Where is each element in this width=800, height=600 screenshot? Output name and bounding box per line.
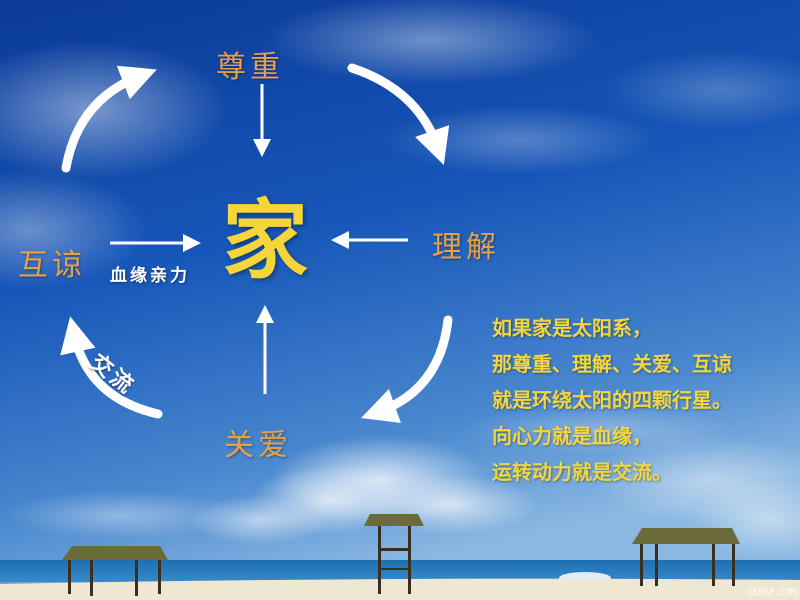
clouds bbox=[0, 0, 800, 560]
curve-arrow-top-left bbox=[61, 65, 157, 173]
beach-hut-left bbox=[62, 546, 168, 596]
poem-block: 如果家是太阳系， 那尊重、理解、关爱、互谅 就是环绕太阳的四颗行星。 向心力就是… bbox=[492, 310, 732, 490]
poem-line: 如果家是太阳系， bbox=[492, 316, 652, 340]
curve-arrow-bottom-left bbox=[60, 316, 163, 419]
node-center: 家 bbox=[222, 190, 308, 291]
watermark: CERSP.COM bbox=[747, 588, 796, 598]
node-bottom: 关爱 bbox=[224, 428, 292, 463]
node-top: 尊重 bbox=[216, 50, 284, 85]
poem-line: 就是环绕太阳的四颗行星。 bbox=[492, 388, 732, 412]
node-left: 互谅 bbox=[18, 248, 86, 283]
curve-arrow-bottom-right bbox=[361, 315, 453, 423]
node-right: 理解 bbox=[432, 230, 500, 265]
poem-line: 向心力就是血缘， bbox=[492, 424, 652, 448]
left-arrow-label: 血缘亲力 bbox=[110, 266, 190, 286]
poem-line: 运转动力就是交流。 bbox=[492, 460, 672, 484]
lifeguard-tower bbox=[364, 514, 424, 594]
curve-arrow-top-right bbox=[347, 63, 450, 166]
poem-line: 那尊重、理解、关爱、互谅 bbox=[492, 352, 732, 376]
beach-hut-right bbox=[632, 528, 740, 586]
